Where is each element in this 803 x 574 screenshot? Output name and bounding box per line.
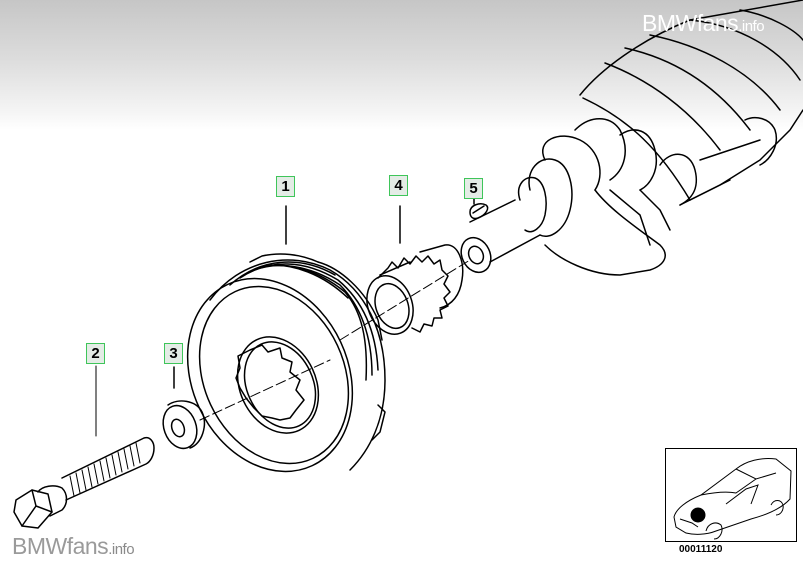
watermark-brand: BMWfans (642, 10, 739, 36)
crankshaft (460, 0, 803, 276)
location-marker-dot (690, 507, 706, 523)
car-outline-icon (673, 458, 792, 540)
assembly-axis-line (339, 259, 471, 341)
header-gradient (0, 0, 803, 130)
bolt (13, 365, 155, 529)
vibration-damper-pulley (186, 205, 386, 473)
sprocket (366, 205, 464, 335)
washer (162, 366, 206, 450)
callout-3[interactable]: 3 (164, 343, 183, 364)
watermark-top: BMWfans.info (642, 10, 765, 37)
diagram-code: 00011120 (679, 544, 723, 555)
watermark-suffix: .info (108, 541, 135, 558)
callout-1[interactable]: 1 (276, 176, 295, 197)
callout-2[interactable]: 2 (86, 343, 105, 364)
watermark-brand: BMWfans (12, 533, 109, 559)
vehicle-locator-inset (665, 448, 797, 542)
watermark-suffix: .info (738, 18, 765, 35)
callout-5[interactable]: 5 (464, 178, 483, 199)
callout-4[interactable]: 4 (389, 175, 408, 196)
watermark-bottom: BMWfans.info (12, 533, 135, 560)
woodruff-key (469, 197, 489, 220)
